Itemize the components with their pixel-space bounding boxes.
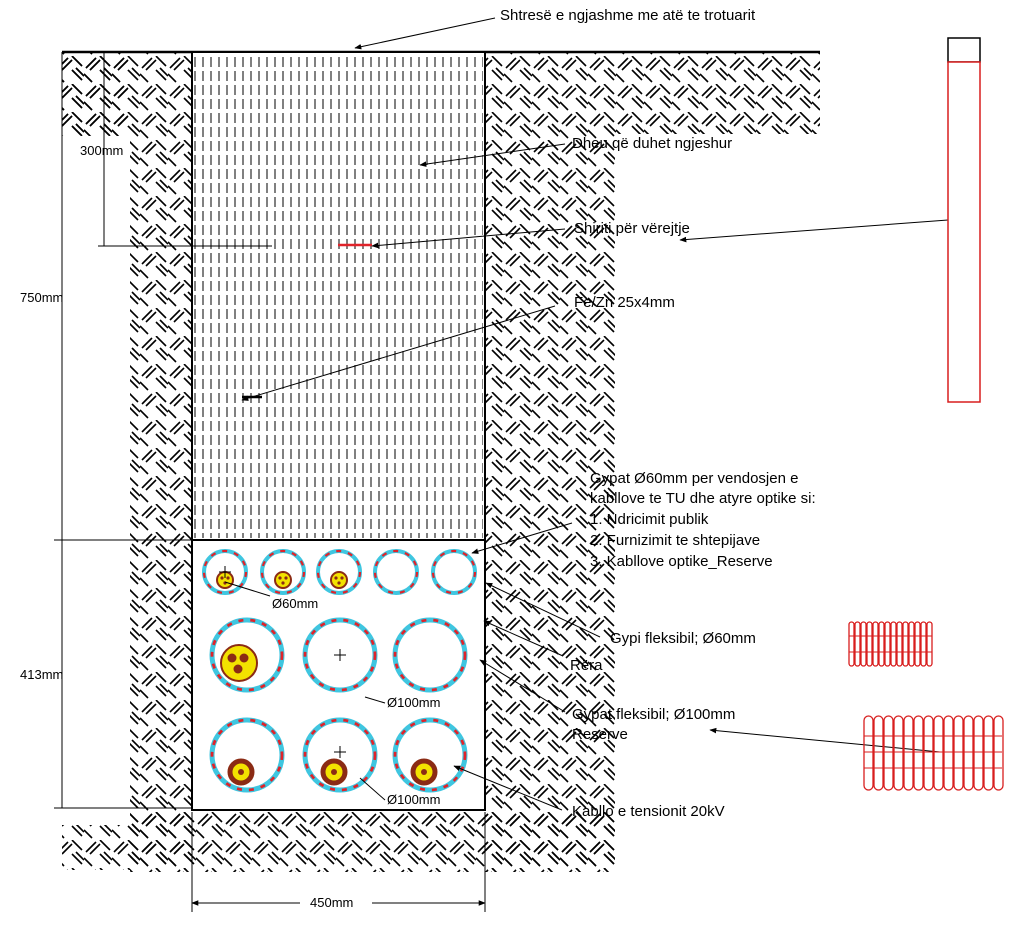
label-sand: Rëra	[570, 657, 603, 674]
conduit-100-upper-1	[209, 617, 285, 693]
dim-300: 300mm	[80, 143, 123, 158]
conduit-100-upper-3	[392, 617, 468, 693]
warning-tape-legend	[947, 37, 981, 403]
label-conduits-60-line2: kabllove te TU dhe atyre optike si:	[590, 490, 816, 507]
label-backfill: Dheu që duhet ngjeshur	[572, 135, 732, 152]
dim-dia100-b: Ø100mm	[387, 792, 440, 807]
label-conduits-60-item2: 2. Furnizimit te shtepijave	[590, 532, 760, 549]
dimension-lines	[54, 52, 486, 912]
conduit-60-5	[431, 549, 477, 595]
conduit-100-lower-3	[392, 717, 468, 793]
conduits-60mm	[202, 549, 477, 595]
label-flex-pipe-60: Gypi fleksibil; Ø60mm	[610, 630, 756, 647]
conduit-100-lower-1	[209, 717, 285, 793]
cable-core-icon	[330, 571, 348, 589]
conduit-60-2	[260, 549, 306, 595]
dim-750: 750mm	[20, 290, 63, 305]
conduit-60-1	[202, 549, 248, 595]
label-flex-pipes-100-line2: Reserve	[572, 726, 628, 743]
dim-413: 413mm	[20, 667, 63, 682]
label-conduits-60-item3: 3. Kabllove optike_Reserve	[590, 553, 773, 570]
soil-hatch	[62, 52, 820, 872]
leader-lines	[224, 17, 949, 811]
label-top-layer: Shtresë e ngjashme me atë te trotuarit	[500, 7, 756, 24]
conduit-60-4	[373, 549, 419, 595]
label-flex-pipes-100-line1: Gypat fleksibil; Ø100mm	[572, 706, 735, 723]
label-cable-20kv: Kabllo e tensionit 20kV	[572, 803, 725, 820]
conduits-100mm	[209, 617, 468, 793]
three-core-cable-icon	[220, 644, 258, 682]
dim-dia100-a: Ø100mm	[387, 695, 440, 710]
label-conduits-60-line1: Gypat Ø60mm per vendosjen e	[590, 470, 798, 487]
conduit-60-3	[316, 549, 362, 595]
label-conduits-60-item1: 1. Ndricimit publik	[590, 511, 709, 528]
dim-dia60: Ø60mm	[272, 596, 318, 611]
backfill-hatch	[194, 54, 483, 538]
flexible-pipe-100-legend	[863, 715, 1004, 791]
label-warning-tape: Shiriti për vërejtje	[574, 220, 690, 237]
conduit-100-upper-2	[302, 617, 378, 693]
conduit-100-lower-2	[302, 717, 378, 793]
dim-450: 450mm	[310, 895, 353, 910]
flexible-pipe-60-legend	[848, 621, 933, 667]
label-earthing-strip: Fe/Zn 25x4mm	[574, 294, 675, 311]
cable-core-icon	[274, 571, 292, 589]
